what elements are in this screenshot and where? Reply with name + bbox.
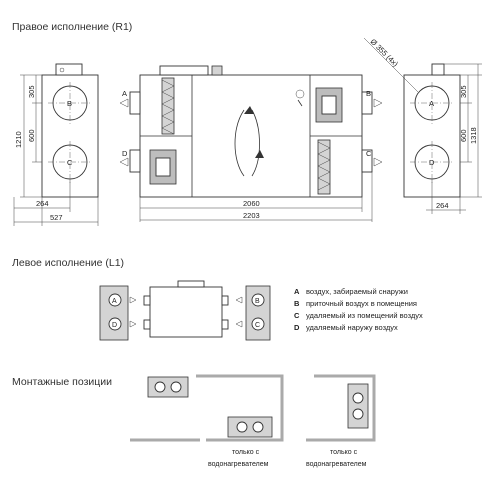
- legend-key-c: C: [294, 311, 300, 320]
- legend: A воздух, забираемый снаружи B приточный…: [294, 287, 423, 332]
- dim-diameter: Ø 355 (4x): [369, 37, 401, 69]
- l1-right-port-b: B: [255, 298, 260, 305]
- legend-text-c: удаляемый из помещений воздух: [306, 311, 423, 320]
- dim-600-right: 600: [459, 129, 468, 142]
- legend-key-b: B: [294, 299, 300, 308]
- mount-position-wall: только с водонагревателем: [306, 374, 376, 468]
- legend-text-d: удаляемый наружу воздух: [306, 323, 398, 332]
- dim-2060: 2060: [243, 199, 260, 208]
- l1-front-view: [143, 280, 229, 338]
- dim-305-left: 305: [27, 85, 36, 98]
- l1-right-port-c: C: [255, 322, 260, 329]
- mount-position-ceiling: только с водонагревателем: [196, 374, 284, 468]
- legend-key-a: A: [294, 287, 300, 296]
- dim-305-right: 305: [459, 85, 468, 98]
- r1-left-side-view: B C 305 600 1210 264 527: [13, 63, 99, 226]
- dim-1210: 1210: [14, 131, 23, 148]
- r1-right-port-a: A: [429, 99, 434, 108]
- mount-note-2-line2: водонагревателем: [306, 461, 367, 468]
- dim-264-left: 264: [36, 199, 49, 208]
- dim-264-right: 264: [436, 201, 449, 210]
- mount-note-2-line1: только с: [330, 449, 358, 456]
- r1-right-port-d: D: [429, 158, 435, 167]
- mount-position-floor: [130, 376, 200, 442]
- l1-left-port-a: A: [112, 298, 117, 305]
- legend-text-b: приточный воздух в помещения: [306, 299, 417, 308]
- legend-key-d: D: [294, 323, 300, 332]
- r1-front-port-a: A: [122, 89, 127, 98]
- l1-left-port-d: D: [112, 322, 117, 329]
- dim-1318: 1318: [469, 127, 478, 144]
- r1-front-port-c: C: [366, 149, 372, 158]
- mount-positions-title: Монтажные позиции: [12, 376, 112, 388]
- dim-600-left: 600: [27, 129, 36, 142]
- dim-527: 527: [50, 213, 63, 222]
- left-version-title: Левое исполнение (L1): [12, 257, 124, 269]
- r1-front-port-d: D: [122, 149, 128, 158]
- l1-left-side-view: A D: [99, 285, 137, 341]
- r1-front-view: A D B C 2060 2203: [119, 65, 383, 222]
- mount-note-1-line1: только с: [232, 449, 260, 456]
- mount-note-1-line2: водонагревателем: [208, 461, 269, 468]
- r1-left-port-b: B: [67, 99, 72, 108]
- r1-left-port-c: C: [67, 158, 73, 167]
- r1-right-side-view: A D Ø 355 (4x) 305 600 1318 264: [363, 37, 482, 214]
- dim-2203: 2203: [243, 211, 260, 220]
- right-version-title: Правое исполнение (R1): [12, 21, 132, 33]
- l1-right-side-view: B C: [235, 285, 271, 341]
- r1-front-port-b: B: [366, 89, 371, 98]
- legend-text-a: воздух, забираемый снаружи: [306, 287, 408, 296]
